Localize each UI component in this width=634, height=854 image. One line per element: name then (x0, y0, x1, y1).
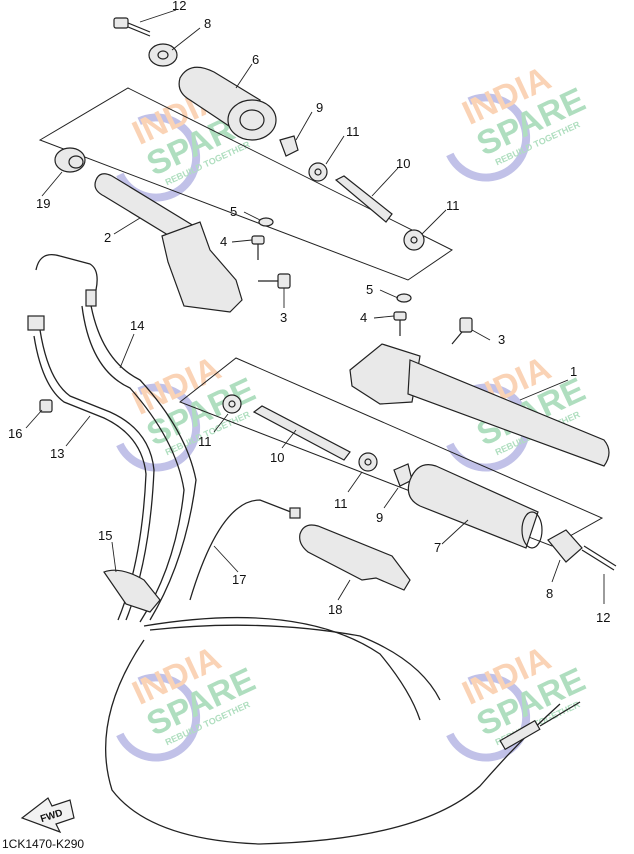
part-5-washer-lower (396, 293, 412, 303)
diagram-code: 1CK1470-K290 (2, 837, 85, 851)
callout-13: 13 (50, 446, 64, 461)
callout-11-lower-right: 11 (334, 496, 348, 511)
part-4-bolt-lower (393, 311, 407, 336)
watermark-swoosh (116, 673, 201, 762)
part-10-tube-top (334, 175, 393, 223)
callout-19: 19 (36, 196, 50, 211)
part-12-bolt-top (113, 17, 151, 37)
callout-4-lower: 4 (360, 310, 367, 325)
part-4-bolt-upper (251, 235, 265, 260)
part-11-gear-lower-right (358, 452, 378, 472)
part-10-tube-lower (252, 405, 351, 461)
callout-10-lower: 10 (270, 450, 284, 465)
callout-7: 7 (434, 540, 441, 555)
callout-14: 14 (130, 318, 144, 333)
part-13-cable (27, 253, 155, 621)
part-8-bar-end-lower (547, 529, 583, 563)
callout-8-top: 8 (204, 16, 211, 31)
part-16-bolt (39, 399, 53, 413)
part-18-cover (299, 524, 411, 591)
part-19-collar (54, 147, 86, 173)
callout-5-lower: 5 (366, 282, 373, 297)
throttle-cable-loop (105, 616, 581, 845)
part-5-washer-upper (258, 217, 274, 227)
callout-10-top: 10 (396, 156, 410, 171)
callout-2: 2 (104, 230, 111, 245)
callout-9-top: 9 (316, 100, 323, 115)
part-12-bolt-lower (581, 545, 617, 571)
callout-11-lower-left: 11 (198, 434, 212, 449)
callout-9-lower: 9 (376, 510, 383, 525)
callout-12-lower: 12 (596, 610, 610, 625)
part-7-right-grip (407, 464, 543, 549)
callout-15: 15 (98, 528, 112, 543)
callout-6: 6 (252, 52, 259, 67)
part-11-gear-lower-left (222, 394, 242, 414)
part-6-throttle-grip (178, 66, 277, 141)
part-11-gear-right (403, 229, 425, 251)
part-1-right-handlebar (349, 343, 610, 467)
part-17-cable (189, 499, 301, 601)
callout-12-top: 12 (172, 0, 186, 13)
part-2-left-handlebar (94, 173, 243, 313)
callout-11-top: 11 (346, 124, 360, 139)
upper-assembly-frame (38, 87, 453, 281)
watermark-swoosh (116, 383, 201, 472)
part-9-clip-top (279, 135, 299, 157)
callout-3-lower: 3 (498, 332, 505, 347)
leader-lines (25, 9, 605, 604)
callout-labels: 12 8 6 9 11 10 11 19 2 5 4 3 5 4 3 1 14 … (8, 0, 610, 625)
callout-4-upper: 4 (220, 234, 227, 249)
callout-18: 18 (328, 602, 342, 617)
part-3-bolt-upper (258, 273, 291, 289)
callout-8-lower: 8 (546, 586, 553, 601)
callout-16: 16 (8, 426, 22, 441)
part-8-bar-end-top (148, 43, 178, 67)
callout-5-upper: 5 (230, 204, 237, 219)
callout-17: 17 (232, 572, 246, 587)
watermark-swoosh (446, 383, 531, 472)
callout-11-top-right: 11 (446, 198, 460, 213)
callout-1: 1 (570, 364, 577, 379)
watermark-swoosh (446, 93, 531, 182)
part-15-clamp (103, 569, 161, 613)
part-3-bolt-lower (451, 317, 473, 345)
fwd-arrow-icon: FWD (20, 797, 75, 834)
callout-3-upper: 3 (280, 310, 287, 325)
part-14-cable (81, 299, 197, 623)
part-11-gear-top (308, 162, 328, 182)
